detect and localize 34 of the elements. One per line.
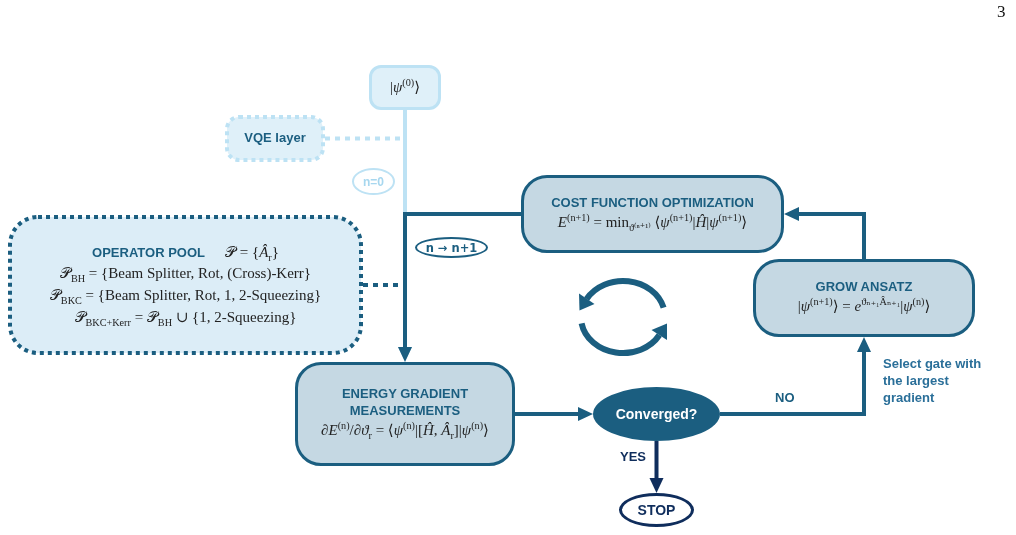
formula-text: |ψ$^{(n+1)}$⟩ = e$^{ϑₙ₊₁Âₙ₊₁}$|ψ$^{(n)}$⟩ xyxy=(797,295,931,316)
edge-label: NO xyxy=(775,390,795,405)
counter-label: n=0 xyxy=(363,174,384,189)
formula-text: 𝒫$_{BKC}$ = {Beam Splitter, Rot, 1, 2-Squeezing} xyxy=(49,286,322,307)
arrow xyxy=(649,441,664,493)
process-box xyxy=(753,259,975,337)
arrow xyxy=(515,407,593,421)
counter-ellipse xyxy=(352,168,395,195)
edge-label: YES xyxy=(620,449,646,464)
process-box xyxy=(295,362,515,466)
formula-text: 𝒫 = {Â$_{r}$} xyxy=(225,242,279,264)
note-text: Select gate with the largest gradient xyxy=(883,356,983,407)
box-title: GROW ANSATZ xyxy=(815,278,913,296)
box-title: OPERATOR POOL xyxy=(92,244,205,262)
state-box xyxy=(369,65,441,110)
counter-label: n → n+1 xyxy=(425,240,478,255)
formula-text: E$^{(n+1)}$ = min$_{ϑ⁽ⁿ⁺¹⁾}$ ⟨ψ$^{(n+1)}$|Ĥ|ψ$^{(n+1)}$⟩ xyxy=(557,211,748,234)
layer-label: VQE layer xyxy=(244,130,306,147)
box-title: ENERGY GRADIENT MEASUREMENTS xyxy=(340,386,470,420)
page-number: 3 xyxy=(997,2,1006,22)
box-title: COST FUNCTION OPTIMIZATION xyxy=(551,194,754,212)
arrow xyxy=(398,212,521,362)
process-box xyxy=(521,175,784,253)
arrow xyxy=(784,207,866,259)
formula-text: 𝒫$_{BKC+Kerr}$ = 𝒫$_{BH}$ ∪ {1, 2-Squeezing} xyxy=(74,307,297,329)
dotted-connector xyxy=(325,136,403,141)
formula-text: 𝒫$_{BH}$ = {Beam Splitter, Rot, (Cross)-Kerr} xyxy=(59,264,312,285)
formula-text: ∂E$^{(n)}$/∂ϑ$_{r}$ = ⟨ψ$^{(n)}$|[Ĥ, Â$_{r}$]|ψ$^{(n)}$⟩ xyxy=(321,420,489,442)
decision-label: Converged? xyxy=(615,406,698,422)
dotted-pool-box xyxy=(8,215,363,355)
terminal-label: STOP xyxy=(637,502,676,518)
arrow xyxy=(720,337,871,416)
state-formula: |ψ$^{(0)}$⟩ xyxy=(389,76,421,97)
dotted-annotation-box xyxy=(225,115,325,162)
